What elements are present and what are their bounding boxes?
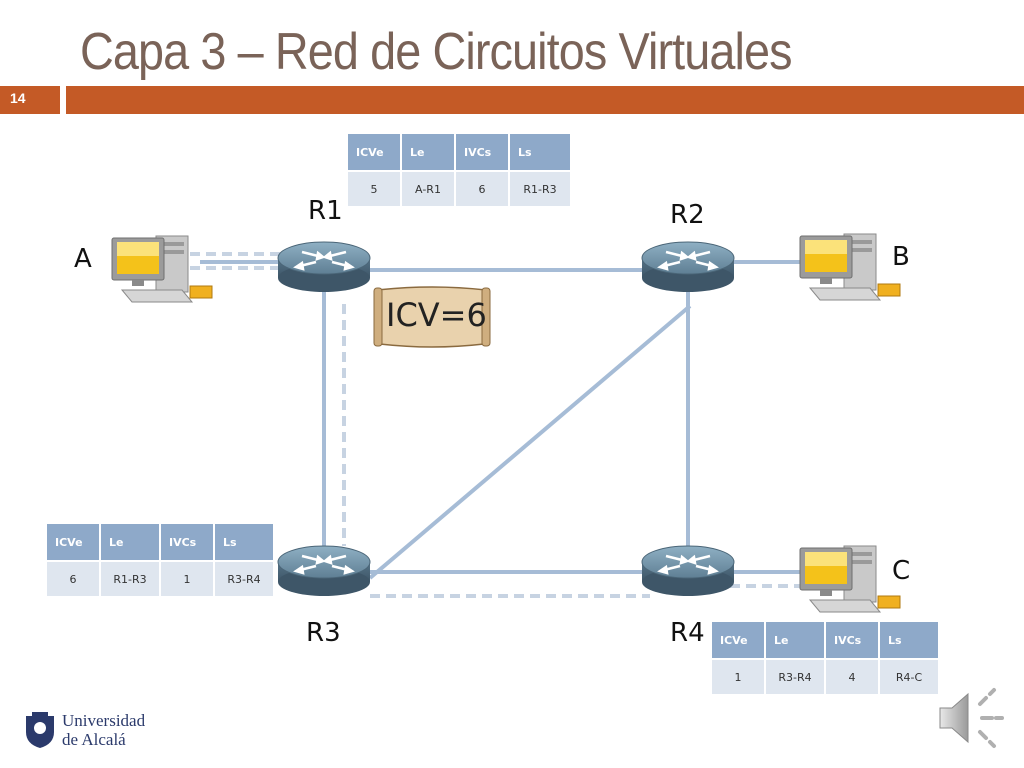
table-cell: 6 [47, 562, 99, 596]
table-cell: R3-R4 [215, 562, 273, 596]
logo-line-1: Universidad [62, 711, 146, 730]
node-label-r2: R2 [670, 200, 705, 230]
table-header: ICVe [47, 524, 99, 560]
table-header: Le [101, 524, 159, 560]
table-cell: 1 [161, 562, 213, 596]
table-row: 5 A-R1 6 R1-R3 [348, 172, 570, 206]
table-cell: 4 [826, 660, 878, 694]
table-row: 1 R3-R4 4 R4-C [712, 660, 938, 694]
node-label-r3: R3 [306, 618, 341, 648]
university-logo-text: Universidad de Alcalá [62, 711, 145, 749]
table-row: 6 R1-R3 1 R3-R4 [47, 562, 273, 596]
table-header: Ls [880, 622, 938, 658]
table-cell: R1-R3 [101, 562, 159, 596]
table-header: Ls [510, 134, 570, 170]
table-cell: R4-C [880, 660, 938, 694]
router-r1-icon [276, 240, 372, 294]
routing-table-r3: ICVe Le IVCs Ls 6 R1-R3 1 R3-R4 [45, 522, 275, 598]
node-label-a: A [74, 244, 92, 274]
table-header: Le [402, 134, 454, 170]
table-header: ICVe [712, 622, 764, 658]
table-cell: 6 [456, 172, 508, 206]
computer-b-icon [799, 233, 901, 301]
table-cell: 5 [348, 172, 400, 206]
speaker-icon[interactable] [936, 686, 1006, 750]
routing-table-r1: ICVe Le IVCs Ls 5 A-R1 6 R1-R3 [346, 132, 572, 208]
router-r4-icon [640, 544, 736, 598]
router-r3-icon [276, 544, 372, 598]
links [200, 260, 800, 580]
virtual-circuit-path [190, 252, 800, 598]
table-cell: R3-R4 [766, 660, 824, 694]
computer-c-icon [799, 545, 901, 613]
page-title: Capa 3 – Red de Circuitos Virtuales [80, 23, 793, 81]
table-cell: 1 [712, 660, 764, 694]
table-header-row: ICVe Le IVCs Ls [712, 622, 938, 658]
table-header: Le [766, 622, 824, 658]
table-header: IVCs [826, 622, 878, 658]
node-label-b: B [892, 242, 910, 272]
parchment-scroll-icon [373, 286, 491, 348]
table-header: IVCs [161, 524, 213, 560]
table-cell: A-R1 [402, 172, 454, 206]
logo-line-2: de Alcalá [62, 730, 126, 749]
table-header: Ls [215, 524, 273, 560]
router-r2-icon [640, 240, 736, 294]
node-label-c: C [892, 556, 911, 586]
table-header: IVCs [456, 134, 508, 170]
node-label-r1: R1 [308, 196, 343, 226]
header-bar [66, 86, 1024, 114]
table-header-row: ICVe Le IVCs Ls [47, 524, 273, 560]
node-label-r4: R4 [670, 618, 705, 648]
slide-number: 14 [10, 90, 26, 106]
table-header: ICVe [348, 134, 400, 170]
link-r3-r2 [368, 304, 692, 580]
slide-number-box: 14 [0, 86, 60, 114]
scroll-label: ICV=6 [386, 296, 487, 334]
university-crest-icon [26, 712, 54, 748]
routing-table-r4: ICVe Le IVCs Ls 1 R3-R4 4 R4-C [710, 620, 940, 696]
table-cell: R1-R3 [510, 172, 570, 206]
table-header-row: ICVe Le IVCs Ls [348, 134, 570, 170]
